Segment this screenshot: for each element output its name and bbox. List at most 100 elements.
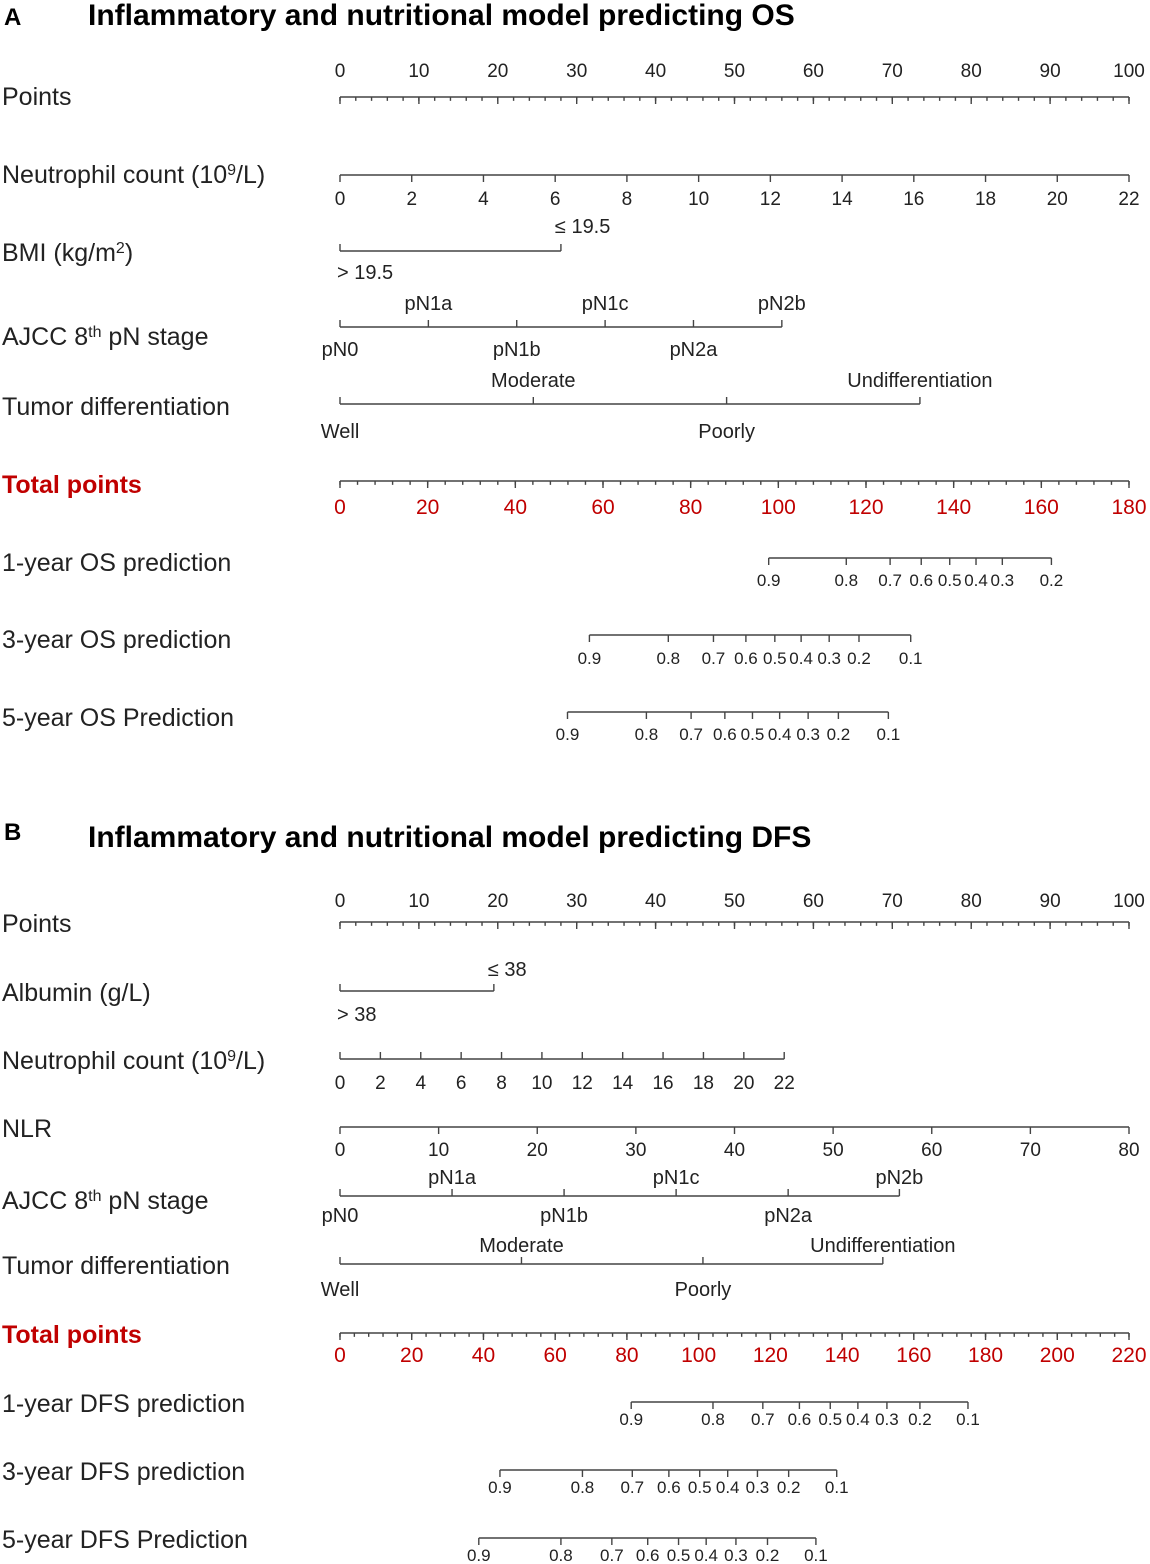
- tick-label: 40: [472, 1344, 495, 1367]
- prob-label: 0.3: [724, 1546, 748, 1564]
- prob-label: 0.6: [788, 1410, 812, 1429]
- category-label: pN2a: [764, 1205, 813, 1227]
- prob-label: 0.7: [620, 1478, 644, 1497]
- tick-label: 0: [335, 189, 346, 210]
- tick-label: 100: [1113, 891, 1145, 912]
- tick-label: 14: [612, 1073, 634, 1094]
- tick-label: 14: [832, 189, 854, 210]
- prob-label: 0.6: [713, 725, 737, 744]
- tick-label: 80: [615, 1344, 638, 1367]
- row-label: Points: [2, 83, 71, 111]
- prob-label: 0.5: [818, 1410, 842, 1429]
- prob-label: 0.1: [956, 1410, 980, 1429]
- tick-label: 80: [679, 496, 702, 519]
- prob-label: 0.9: [619, 1410, 643, 1429]
- tick-label: 90: [1040, 61, 1061, 82]
- tick-label: 180: [968, 1344, 1003, 1367]
- prob-label: 0.1: [877, 725, 901, 744]
- prob-label: 0.7: [600, 1546, 624, 1564]
- prob-label: 0.3: [991, 571, 1015, 590]
- tick-label: 22: [774, 1073, 795, 1094]
- tick-label: 10: [688, 189, 709, 210]
- tick-label: 70: [882, 61, 903, 82]
- tick-label: 8: [622, 189, 633, 210]
- tick-label: 90: [1040, 891, 1061, 912]
- tick-label: 0: [335, 61, 346, 82]
- tick-label: 200: [1040, 1344, 1075, 1367]
- prob-label: 0.9: [578, 649, 602, 668]
- prob-label: 0.7: [751, 1410, 775, 1429]
- tick-label: 20: [733, 1073, 754, 1094]
- row-label: BMI (kg/m2): [2, 239, 133, 267]
- prob-label: 0.3: [796, 725, 820, 744]
- row-albumin-g-l: Albumin (g/L) > 38 ≤ 38: [2, 959, 527, 1026]
- tick-label: 10: [531, 1073, 552, 1094]
- tick-label: 140: [825, 1344, 860, 1367]
- prob-label: 0.4: [716, 1478, 740, 1497]
- tick-label: 60: [803, 61, 824, 82]
- category-label: pN1c: [653, 1167, 700, 1189]
- tick-label: 70: [1020, 1140, 1041, 1161]
- row-label: 1-year OS prediction: [2, 549, 231, 577]
- prob-label: 0.6: [657, 1478, 681, 1497]
- row-label: 3-year DFS prediction: [2, 1458, 245, 1486]
- prob-label: 0.4: [768, 725, 792, 744]
- category-label: pN1c: [582, 293, 629, 315]
- tick-label: 180: [1111, 496, 1146, 519]
- panel-b: B Inflammatory and nutritional model pre…: [2, 819, 1147, 1564]
- tick-label: 4: [415, 1073, 426, 1094]
- prob-label: 0.5: [667, 1546, 691, 1564]
- tick-label: 8: [496, 1073, 507, 1094]
- tick-label: 80: [961, 61, 982, 82]
- row-label: Albumin (g/L): [2, 979, 151, 1007]
- category-label: ≤ 38: [488, 959, 527, 981]
- category-label: > 38: [337, 1004, 376, 1026]
- tick-label: 10: [408, 61, 429, 82]
- panel-b-letter: B: [4, 819, 21, 846]
- prob-label: 0.4: [846, 1410, 870, 1429]
- prob-label: 0.6: [636, 1546, 660, 1564]
- prob-label: 0.8: [701, 1410, 725, 1429]
- tick-label: 60: [803, 891, 824, 912]
- category-label: pN2b: [758, 293, 806, 315]
- prob-label: 0.8: [571, 1478, 595, 1497]
- row-label: 3-year OS prediction: [2, 626, 231, 654]
- tick-label: 140: [936, 496, 971, 519]
- prob-label: 0.1: [804, 1546, 828, 1564]
- tick-label: 12: [760, 189, 781, 210]
- prob-label: 0.9: [556, 725, 580, 744]
- tick-label: 100: [761, 496, 796, 519]
- prob-label: 0.8: [656, 649, 680, 668]
- prob-label: 0.8: [834, 571, 858, 590]
- tick-label: 70: [882, 891, 903, 912]
- category-label: Poorly: [675, 1279, 732, 1301]
- tick-label: 0: [335, 1073, 346, 1094]
- prob-label: 0.6: [909, 571, 933, 590]
- prob-label: 0.4: [964, 571, 988, 590]
- prob-label: 0.2: [1040, 571, 1064, 590]
- tick-label: 10: [408, 891, 429, 912]
- tick-label: 40: [645, 891, 666, 912]
- tick-label: 80: [1118, 1140, 1139, 1161]
- tick-label: 30: [625, 1140, 646, 1161]
- tick-label: 60: [544, 1344, 567, 1367]
- prob-label: 0.2: [756, 1546, 780, 1564]
- row-label: Tumor differentiation: [2, 393, 230, 421]
- row-label: 5-year DFS Prediction: [2, 1526, 248, 1554]
- prob-label: 0.3: [817, 649, 841, 668]
- tick-label: 120: [753, 1344, 788, 1367]
- category-label: Moderate: [491, 370, 576, 392]
- prob-label: 0.2: [847, 649, 871, 668]
- tick-label: 100: [681, 1344, 716, 1367]
- category-label: Undifferentiation: [810, 1235, 955, 1257]
- tick-label: 50: [724, 891, 745, 912]
- row-bmi-kg-m: BMI (kg/m2)> 19.5≤ 19.5: [2, 216, 610, 284]
- tick-label: 0: [334, 1344, 346, 1367]
- category-label: pN1a: [428, 1167, 477, 1189]
